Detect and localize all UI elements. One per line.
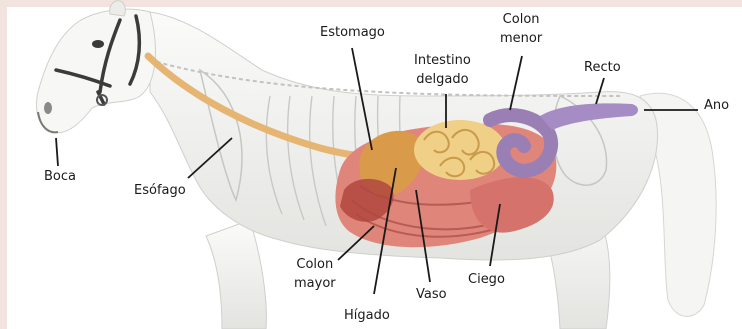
label-intestino-line1: Intestino: [414, 51, 471, 70]
label-estomago: Estomago: [320, 23, 385, 42]
horse-ear: [110, 1, 126, 16]
label-higado: Hígado: [344, 306, 390, 325]
label-colon-menor-line1: Colon: [500, 10, 542, 29]
label-colon-menor-line2: menor: [500, 29, 542, 48]
label-intestino-delgado: Intestino delgado: [414, 51, 471, 89]
label-colon-mayor-line1: Colon: [294, 255, 336, 274]
fore-leg: [206, 220, 266, 329]
label-ciego: Ciego: [468, 270, 505, 289]
horse-eye: [92, 40, 104, 48]
leader-boca: [56, 138, 58, 166]
label-colon-mayor-line2: mayor: [294, 274, 336, 293]
label-vaso: Vaso: [416, 285, 447, 304]
label-colon-mayor: Colon mayor: [294, 255, 336, 293]
small-intestine: [414, 120, 506, 180]
label-ano: Ano: [704, 96, 729, 115]
label-recto: Recto: [584, 58, 621, 77]
label-boca: Boca: [44, 167, 76, 186]
horse-nostril: [44, 102, 52, 114]
label-esofago: Esófago: [134, 181, 186, 200]
label-colon-menor: Colon menor: [500, 10, 542, 48]
frame-left: [0, 0, 7, 329]
label-intestino-line2: delgado: [414, 70, 471, 89]
